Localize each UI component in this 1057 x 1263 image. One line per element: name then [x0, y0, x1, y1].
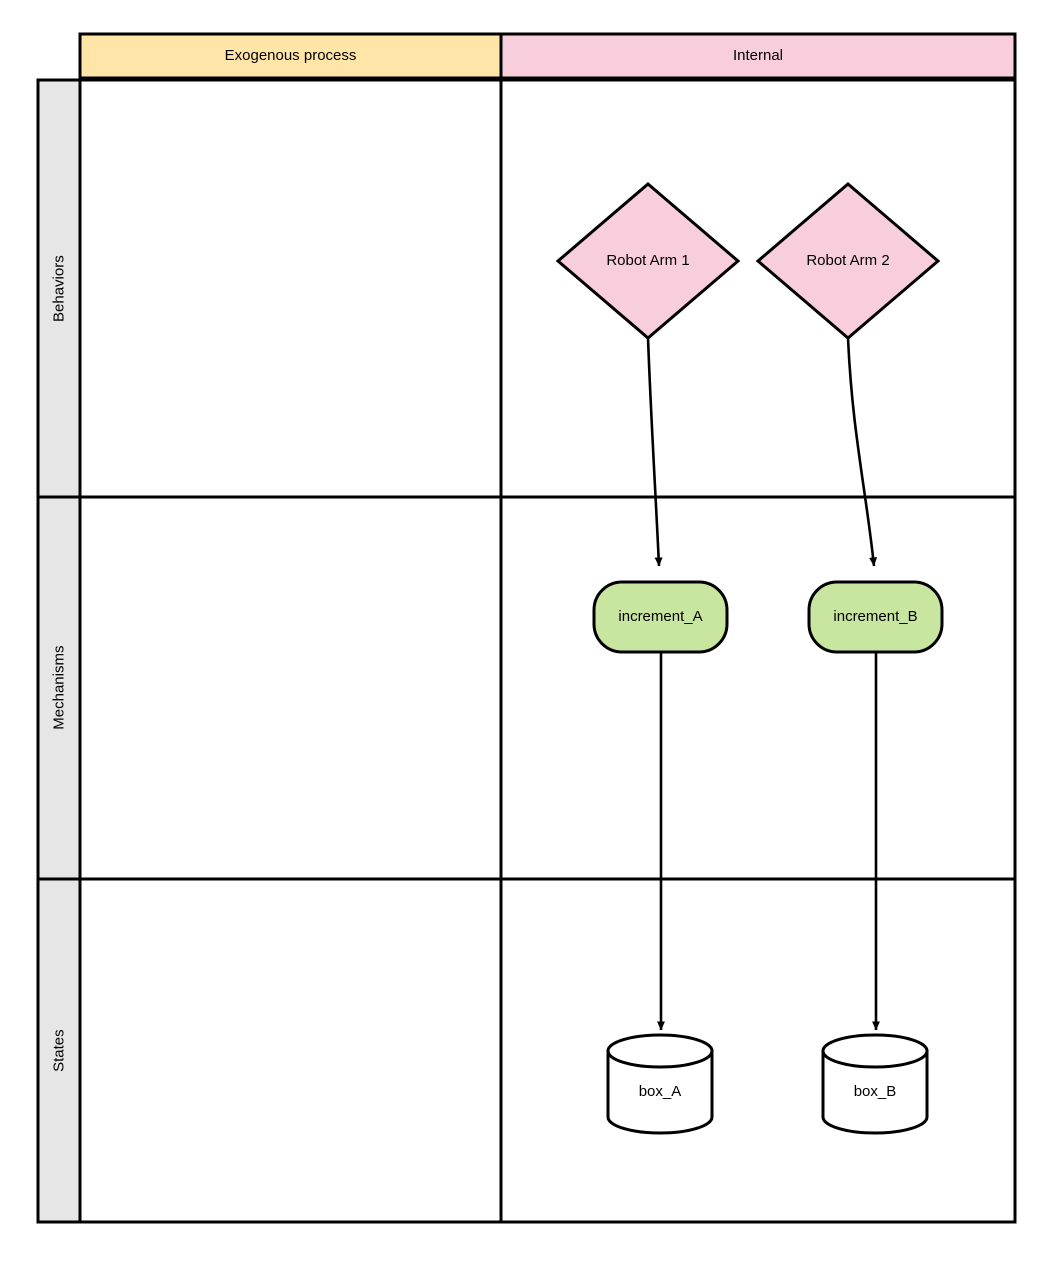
swimlane-grid — [36, 32, 1017, 1224]
node-increment-b-shape[interactable] — [807, 580, 944, 654]
row-header-states-bg — [36, 877, 82, 1224]
lane-header-internal-bg — [499, 32, 1017, 80]
grid-body-outline — [78, 78, 1017, 1224]
row-header-mechanisms-bg — [36, 495, 82, 881]
edge-robot-arm-1-to-increment-a — [646, 337, 663, 567]
node-increment-a-shape[interactable] — [592, 580, 729, 654]
node-box-a-shape[interactable] — [606, 1033, 714, 1135]
node-box-b-shape[interactable] — [821, 1033, 929, 1135]
node-layer — [555, 182, 944, 1135]
row-header-behaviors-bg — [36, 78, 82, 499]
node-robot-arm-1-shape[interactable] — [555, 182, 741, 340]
edge-robot-arm-2-to-increment-b — [846, 337, 878, 567]
lane-header-exogenous-bg — [78, 32, 503, 80]
edge-layer — [646, 337, 880, 1031]
node-robot-arm-2-shape[interactable] — [755, 182, 941, 340]
